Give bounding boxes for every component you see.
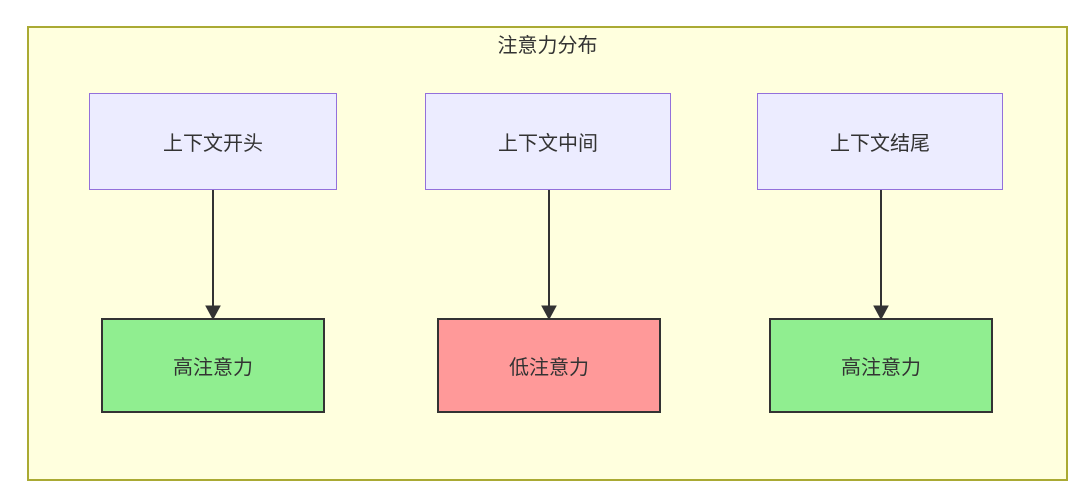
node-high-attention-2-label: 高注意力 xyxy=(841,357,921,379)
node-context-middle: 上下文中间 xyxy=(425,93,671,190)
node-context-start: 上下文开头 xyxy=(89,93,337,190)
node-high-attention-2: 高注意力 xyxy=(769,318,993,413)
node-low-attention: 低注意力 xyxy=(437,318,661,413)
node-high-attention-1-label: 高注意力 xyxy=(173,357,253,379)
node-low-attention-label: 低注意力 xyxy=(509,357,589,379)
diagram-title: 注意力分布 xyxy=(497,35,598,57)
node-context-end: 上下文结尾 xyxy=(757,93,1003,190)
node-high-attention-1: 高注意力 xyxy=(101,318,325,413)
node-context-end-label: 上下文结尾 xyxy=(830,133,930,155)
node-context-start-label: 上下文开头 xyxy=(163,133,263,155)
node-context-middle-label: 上下文中间 xyxy=(498,133,598,155)
